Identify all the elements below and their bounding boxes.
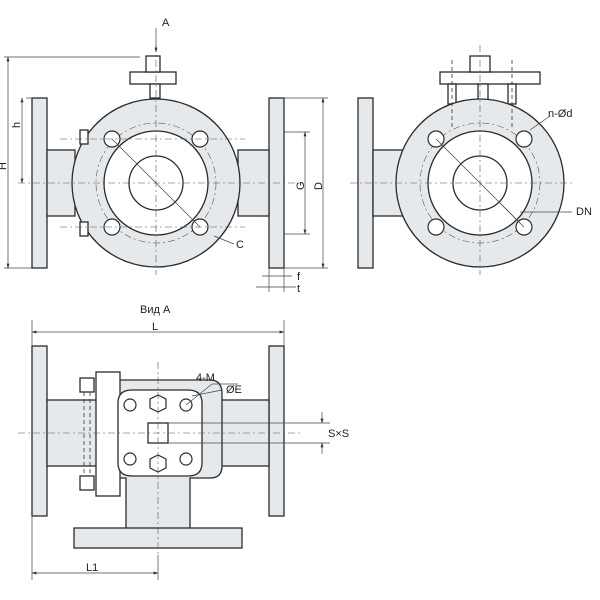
front-stem <box>149 83 161 99</box>
side-stem <box>477 83 489 101</box>
front-handle <box>129 71 177 85</box>
label-view-a: Вид A <box>140 304 171 316</box>
viewa-pad-hole <box>179 452 193 466</box>
label-c: C <box>236 239 244 251</box>
side-bracket-leg <box>447 83 457 105</box>
label-h-total: H <box>0 162 9 170</box>
front-side-bolt <box>79 221 89 237</box>
side-bracket-leg <box>507 83 517 105</box>
viewa-clamp-plate <box>95 371 121 497</box>
label-l1: L1 <box>86 562 98 574</box>
label-f: f <box>297 271 301 283</box>
view-a <box>18 320 330 580</box>
label-4m: 4-M <box>196 372 215 384</box>
label-n-d: n-Ød <box>548 108 572 120</box>
front-view <box>4 28 328 292</box>
side-view <box>350 45 575 275</box>
label-t: t <box>297 283 300 295</box>
viewa-bolt-head <box>79 475 95 491</box>
label-dn: DN <box>576 206 592 218</box>
front-stem-nut <box>145 55 161 73</box>
label-a: A <box>162 17 170 29</box>
viewa-right-flange <box>268 345 285 517</box>
label-e: ØE <box>226 384 242 396</box>
label-g: G <box>295 181 307 190</box>
side-bolt-hole <box>427 218 445 236</box>
viewa-pad-hole <box>123 452 137 466</box>
label-sxs: S×S <box>328 428 349 440</box>
viewa-pad-hole <box>123 398 137 412</box>
label-d: D <box>313 182 325 190</box>
viewa-bolt-head <box>79 377 95 393</box>
side-bracket <box>439 71 541 85</box>
front-side-bolt <box>79 129 89 145</box>
label-h-small: h <box>11 122 23 128</box>
side-bolt-hole <box>515 130 533 148</box>
viewa-left-flange <box>31 345 48 517</box>
label-l: L <box>152 321 158 333</box>
